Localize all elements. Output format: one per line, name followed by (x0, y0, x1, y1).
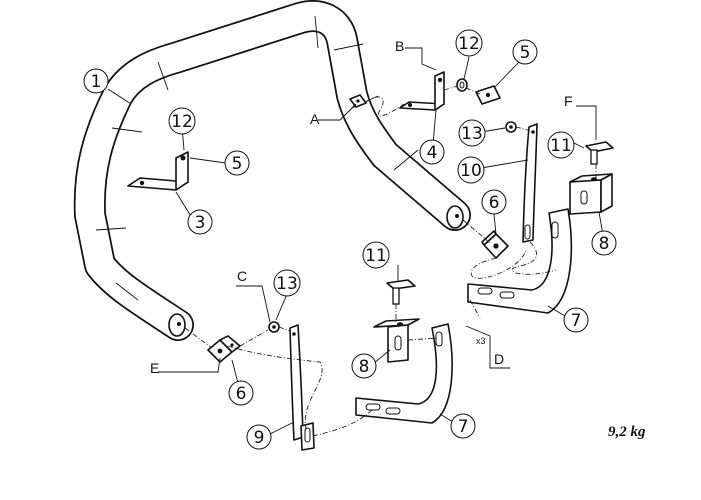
callout-13-b: 13 (458, 119, 486, 147)
callout-3: 3 (187, 209, 213, 235)
svg-text:12: 12 (171, 112, 193, 132)
svg-text:7: 7 (571, 311, 582, 331)
svg-text:8: 8 (359, 357, 370, 377)
callout-12-b: 12 (455, 29, 483, 57)
nut-plate-5-b (475, 85, 501, 105)
bracket-4 (399, 71, 445, 111)
support-7-lower (355, 323, 453, 424)
strap-10 (522, 123, 538, 243)
callout-8-b: 8 (351, 353, 377, 379)
reference-letter-f: F (564, 93, 573, 109)
svg-text:5: 5 (520, 43, 531, 63)
strap-9 (289, 324, 315, 451)
callout-7-b: 7 (450, 413, 476, 439)
washer-13-b (505, 121, 517, 133)
reference-letter-d: D (494, 351, 504, 367)
support-7-upper (467, 208, 573, 314)
bracket-3 (127, 151, 189, 191)
plate-6-lower (207, 335, 241, 363)
callout-6-b: 6 (228, 380, 254, 406)
weight-label: 9,2 kg (608, 424, 646, 440)
callout-1: 1 (83, 68, 109, 94)
washer-13-a (268, 321, 280, 333)
reference-letter-b: B (395, 38, 404, 54)
svg-text:13: 13 (461, 124, 483, 144)
svg-text:11: 11 (550, 136, 572, 156)
svg-text:8: 8 (599, 234, 610, 254)
svg-text:6: 6 (236, 384, 247, 404)
assembly-lines (184, 85, 597, 437)
svg-text:11: 11 (365, 246, 387, 266)
bolt-11-lower (386, 279, 416, 305)
callout-11-a: 11 (547, 131, 575, 159)
reference-letter-c: C (237, 268, 247, 284)
svg-text:5: 5 (232, 154, 243, 174)
callout-13-a: 13 (273, 269, 301, 297)
callout-8-a: 8 (591, 230, 617, 256)
callout-5-b: 5 (512, 39, 538, 65)
svg-text:6: 6 (489, 193, 500, 213)
callout-12-a: 12 (168, 107, 196, 135)
callout-7-a: 7 (563, 307, 589, 333)
callout-6-a: 6 (481, 189, 507, 215)
svg-text:13: 13 (276, 274, 298, 294)
bolt-11-upper (585, 141, 614, 165)
svg-text:12: 12 (458, 34, 480, 54)
callout-10: 10 (457, 156, 485, 184)
reference-letter-a: A (310, 111, 320, 127)
callout-9: 9 (246, 424, 272, 450)
callout-5-a: 5 (224, 150, 250, 176)
reference-leaders (158, 47, 597, 373)
bracket-8-lower (373, 318, 420, 363)
reference-letter-e: E (150, 360, 159, 376)
bracket-8-upper (569, 173, 613, 215)
tube-mount-tab (349, 94, 367, 108)
svg-text:7: 7 (458, 417, 469, 437)
svg-text:3: 3 (195, 213, 206, 233)
washer-12-b (456, 78, 468, 92)
plate-6-upper (481, 230, 509, 259)
callout-4: 4 (419, 139, 445, 165)
svg-text:10: 10 (460, 161, 482, 181)
svg-text:4: 4 (427, 143, 438, 163)
svg-text:9: 9 (254, 428, 265, 448)
callout-11-b: 11 (362, 241, 390, 269)
quantity-note: x3 (476, 336, 486, 346)
svg-text:1: 1 (91, 72, 102, 92)
